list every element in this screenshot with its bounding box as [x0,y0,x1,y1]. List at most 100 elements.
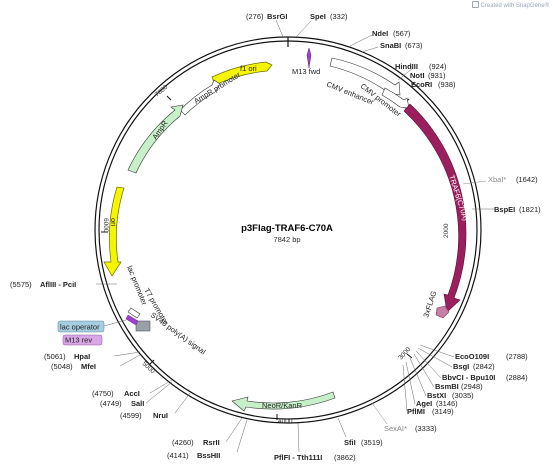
site-ecori-name: EcoRI [411,80,432,89]
site-spei[interactable]: SpeI (332) [295,12,348,38]
site-bsmbi-pos: (2948) [461,382,483,391]
site-noti[interactable]: NotI (931) [410,71,446,80]
site-noti-pos: (931) [428,71,446,80]
site-acci-name: AccI [124,389,140,398]
f1-ori-arrow[interactable] [211,61,273,86]
site-ndei[interactable]: NdeI (567) [349,29,411,47]
site-mfei-name: MfeI [81,362,96,371]
site-hpai[interactable]: (5061) HpaI [44,351,141,361]
site-agei-name: AgeI [416,399,432,408]
site-hpai-pos: (5061) [44,352,66,361]
site-sali-name: SalI [131,399,144,408]
site-ecori[interactable]: EcoRI (938) [411,80,456,89]
m13-rev-box[interactable] [62,334,103,346]
site-rsrii-name: RsrII [203,438,220,447]
site-pflfi[interactable]: PflFI - Tth111I (3862) [274,422,356,462]
site-ndei-pos: (567) [393,29,411,38]
ampr-promoter-arrow[interactable] [179,79,221,116]
site-mfei-pos: (5048) [51,362,73,371]
site-bsshii[interactable]: (4141) BssHII [167,419,248,460]
neor-kanr-arrow[interactable] [231,391,336,412]
site-eco0109i-pos: (2788) [506,352,528,361]
site-sexai-name: SexAI* [384,424,407,433]
site-acci[interactable]: (4750) AccI [92,379,173,398]
m13-rev-label: M13 rev [65,336,92,345]
site-bsmbi[interactable]: BsmBI (2948) [435,382,483,391]
site-hpai-name: HpaI [74,352,90,361]
site-spei-pos: (332) [330,12,348,21]
tick-6000: 6000 [102,218,109,233]
site-spei-name: SpeI [310,12,326,21]
site-bstxi-pos: (3035) [452,391,474,400]
site-bsrgi-name: BsrGI [267,12,287,21]
ori-arrow[interactable] [103,186,125,277]
snapgene-icon [471,1,479,8]
site-ndei-name: NdeI [372,29,388,38]
site-agei[interactable]: AgeI (3146) [416,399,458,408]
site-bsmbi-name: BsmBI [435,382,459,391]
site-rsrii[interactable]: (4260) RsrII [172,417,243,447]
plasmid-size: 7842 bp [273,235,300,244]
site-afliii[interactable]: (5575) AflIII - PciI [10,280,117,289]
ori-label: ori [109,218,118,227]
sv40-polya-box[interactable] [135,320,151,332]
site-xbai-name: XbaI* [488,175,506,184]
site-noti-name: NotI [410,71,425,80]
site-sfii-pos: (3519) [361,438,383,447]
plasmid-name: p3Flag-TRAF6-C70A [241,223,333,234]
traf6-arrow[interactable] [403,103,467,313]
site-eco0109i[interactable]: EcoO109I (2788) [455,352,528,361]
site-bsrgi[interactable]: (276) BsrGI [246,12,287,38]
site-hindiii[interactable]: HindIII (924) [395,62,447,81]
m13-fwd-marker[interactable] [306,47,312,69]
credit-note: Created with SnapGene® [471,1,549,9]
site-pflmi[interactable]: PflMI (3149) [407,407,454,416]
site-sfii[interactable]: SfiI (3519) [337,417,383,447]
site-bsrgi-pos: (276) [246,12,264,21]
site-nrui-name: NruI [153,411,168,420]
tick-2000: 2000 [443,223,450,238]
lac-operator-label: lac operator [60,323,100,332]
site-bspei[interactable]: BspEI (1821) [472,205,541,214]
site-pflfi-pos: (3862) [334,453,356,462]
tick-4000: 4000 [278,418,293,425]
cmv-enhancer-arrow[interactable] [329,57,401,96]
site-pflfi-name: PflFI - Tth111I [274,453,322,462]
site-nrui[interactable]: (4599) NruI [120,392,191,420]
site-bbvci[interactable]: BbvCI - Bpu10I (2884) [442,373,528,382]
site-bsgi[interactable]: BsgI (2842) [453,362,495,371]
ampr-arrow[interactable] [127,104,184,174]
site-bsshii-pos: (4141) [167,451,189,460]
site-snabi[interactable]: SnaBI (673) [361,41,423,53]
site-xbai[interactable]: XbaI* (1642) [462,175,538,185]
site-sali[interactable]: (4749) SalI [100,381,173,408]
site-afliii-pos: (5575) [10,280,32,289]
site-mfei[interactable]: (5048) MfeI [51,354,141,371]
site-bsshii-name: BssHII [197,451,220,460]
credit-text: Created with SnapGene® [480,3,549,9]
site-hindiii-name: HindIII [395,62,418,71]
t7-promoter-arrow[interactable] [127,307,141,319]
site-eco0109i-name: EcoO109I [455,352,489,361]
site-nrui-pos: (4599) [120,411,142,420]
lac-promoter-label: lac promoter [125,264,149,306]
site-bstxi[interactable]: BstXI (3035) [427,391,474,400]
site-afliii-name: AflIII - PciI [40,280,76,289]
site-snabi-pos: (673) [405,41,423,50]
site-bbvci-name: BbvCI - Bpu10I [442,373,495,382]
site-bsgi-pos: (2842) [473,362,495,371]
lac-operator-box[interactable] [57,320,105,333]
site-sfii-name: SfiI [344,438,356,447]
site-sali-pos: (4749) [100,399,122,408]
m13-rev-marker[interactable] [125,314,139,326]
site-xbai-pos: (1642) [516,175,538,184]
site-hindiii-pos: (924) [429,62,447,71]
f1-ori-label: f1 ori [240,64,257,73]
site-pflmi-pos: (3149) [432,407,454,416]
m13-fwd-label: M13 fwd [292,67,320,76]
3xflag-tag[interactable] [435,305,450,319]
site-sexai[interactable]: SexAI* (3333) [371,402,437,433]
site-sexai-pos: (3333) [415,424,437,433]
site-bspei-pos: (1821) [519,205,541,214]
